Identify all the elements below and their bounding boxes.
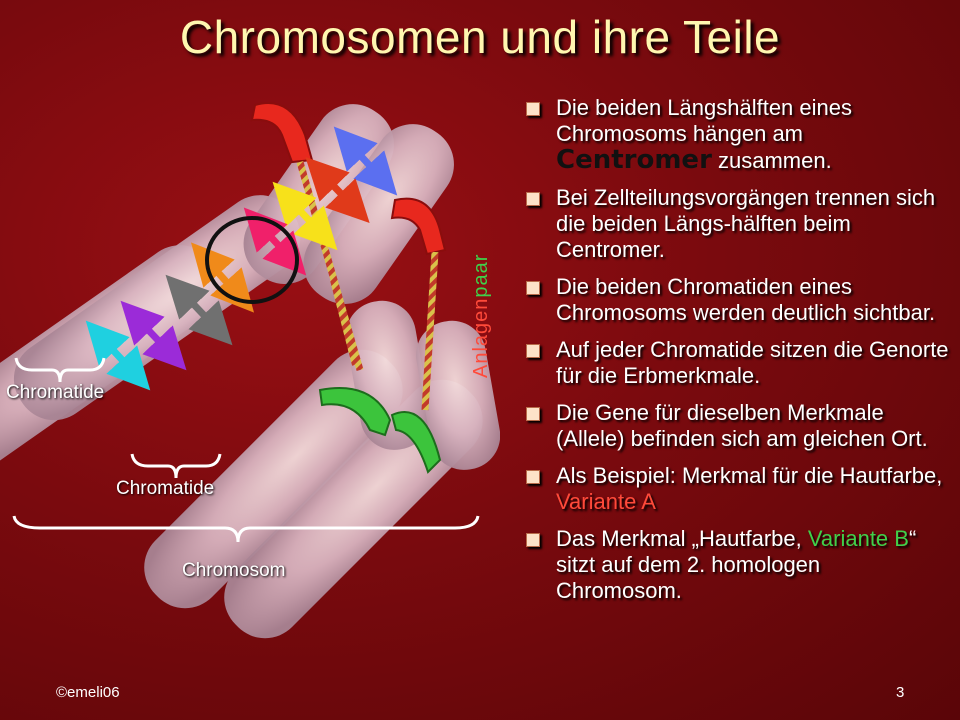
bullet-text: zusammen.: [711, 148, 832, 173]
anlagen-connector-2: [421, 251, 439, 411]
brace-chromosom: [12, 515, 480, 543]
brace-chromatide-2: [130, 453, 222, 479]
bullet-text: “ sitzt auf dem 2. homologen Chromosom.: [556, 526, 917, 603]
square-bullet-icon: [526, 344, 540, 358]
anlagen-connector-3: [330, 279, 358, 366]
lower-chromosome: [144, 300, 500, 639]
bullet-item: Die Gene für dieselben Merkmale (Allele)…: [520, 400, 950, 452]
bullet-item: Auf jeder Chromatide sitzen die Genorte …: [520, 337, 950, 389]
term-variante-b: Variante B: [807, 526, 909, 551]
square-bullet-icon: [526, 102, 540, 116]
chromosome-diagram: [0, 102, 500, 639]
square-bullet-icon: [526, 192, 540, 206]
centromere-cap-red-1: [250, 102, 314, 164]
label-paar: paar: [470, 253, 492, 298]
bullet-item: Als Beispiel: Merkmal für die Hautfarbe,…: [520, 463, 950, 515]
label-anlagen: Anlagen: [470, 297, 492, 378]
bullet-item: Bei Zellteilungsvorgängen trennen sich d…: [520, 185, 950, 263]
slide-title: Chromosomen und ihre Teile: [179, 11, 781, 63]
centromere-cap-red-2: [390, 197, 447, 256]
centromere-circle: [205, 216, 299, 304]
label-chromosom: Chromosom: [182, 560, 286, 581]
bullet-text: Auf jeder Chromatide sitzen die Genorte …: [556, 337, 949, 388]
term-centromer: Centromer: [556, 145, 712, 175]
label-chromatide-1: Chromatide: [6, 382, 105, 403]
bullet-text: Die beiden Längshälften eines Chromosoms…: [556, 95, 853, 146]
centromere-cap-green-1: [318, 387, 392, 437]
gene-locus-arrows: [85, 126, 398, 391]
footer-page-number: 3: [896, 684, 905, 701]
bullet-text: Die Gene für dieselben Merkmale (Allele)…: [556, 400, 928, 451]
term-variante-a: Variante A: [556, 489, 656, 514]
bullet-text: Das Merkmal „Hautfarbe,: [556, 526, 808, 551]
bullet-text: Bei Zellteilungsvorgängen trennen sich d…: [556, 185, 936, 262]
square-bullet-icon: [526, 281, 540, 295]
brace-chromatide-1: [14, 357, 106, 383]
bullet-text: Die beiden Chromatiden eines Chromosoms …: [556, 274, 936, 325]
label-chromatide-2: Chromatide: [116, 478, 215, 499]
label-anlagenpaar: Anlagenpaar: [470, 254, 493, 378]
bullet-text: Als Beispiel: Merkmal für die Hautfarbe,: [556, 463, 943, 488]
centromere-cap-green-2: [390, 411, 442, 474]
square-bullet-icon: [526, 407, 540, 421]
footer-author: ©emeli06: [56, 684, 120, 701]
square-bullet-icon: [526, 533, 540, 547]
bullet-item: Das Merkmal „Hautfarbe, Variante B“ sitz…: [520, 526, 950, 604]
bullet-item: Die beiden Chromatiden eines Chromosoms …: [520, 274, 950, 326]
square-bullet-icon: [526, 470, 540, 484]
bullet-list: Die beiden Längshälften eines Chromosoms…: [520, 95, 950, 615]
bullet-item: Die beiden Längshälften eines Chromosoms…: [520, 95, 950, 174]
